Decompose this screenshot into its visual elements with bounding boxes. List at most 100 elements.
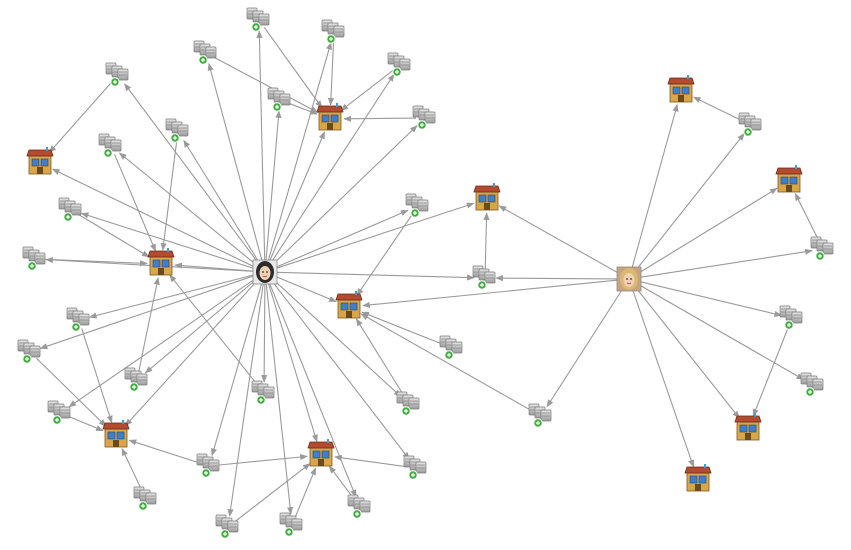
server-cluster-icon-s16[interactable]	[439, 335, 463, 360]
edge-p1-s5	[124, 83, 259, 264]
server-cluster-icon-s5[interactable]	[105, 62, 129, 87]
storefront-icon-b_top[interactable]	[316, 103, 344, 131]
server-cluster-icon-s24[interactable]	[133, 486, 157, 511]
server-cluster-icon-s4[interactable]	[387, 52, 411, 77]
storefront-icon-b_r[interactable]	[775, 165, 803, 193]
edge-s12-b_cl	[43, 258, 148, 267]
edge-p1-s3	[207, 62, 263, 262]
server-cluster-icon-s20[interactable]	[47, 400, 71, 425]
edge-p2-b_r	[638, 187, 778, 274]
server-cluster-icon-s27[interactable]	[279, 512, 303, 537]
storefront-icon-b_tr[interactable]	[667, 75, 695, 103]
edge-p1-s27	[265, 282, 294, 515]
storefront-icon-b_bc[interactable]	[307, 439, 335, 467]
edge-s22-b_bl	[128, 439, 201, 464]
server-cluster-icon-s26[interactable]	[215, 514, 239, 539]
storefront-icon-b_bl[interactable]	[102, 420, 130, 448]
edge-p1-s18	[261, 282, 268, 383]
server-cluster-icon-s10[interactable]	[405, 193, 429, 218]
person-photo-icon-p1[interactable]	[252, 259, 278, 285]
server-cluster-icon-s12[interactable]	[22, 246, 46, 271]
server-cluster-icon-s7[interactable]	[412, 105, 436, 130]
edge-p1-s15	[39, 275, 255, 350]
server-cluster-icon-s2[interactable]	[321, 19, 345, 44]
edge-s30-b_rb	[752, 326, 790, 417]
edge-s13-b_c	[483, 212, 490, 270]
edge-p1-s10	[274, 209, 409, 269]
edge-s5-b_left	[48, 81, 113, 154]
server-cluster-icon-s28[interactable]	[738, 112, 762, 137]
server-cluster-icon-s21[interactable]	[528, 403, 552, 428]
storefront-icon-b_left[interactable]	[26, 147, 54, 175]
edge-p1-s6	[265, 110, 282, 262]
edge-s21-b_mid	[360, 313, 534, 413]
edge-s26-b_bc	[234, 463, 311, 522]
edge-s9-b_cl	[114, 154, 157, 252]
edge-s23-b_bc	[334, 454, 408, 468]
edge-s16-b_mid	[361, 311, 444, 346]
edge-p2-b_c	[498, 205, 620, 275]
edge-p1-s22	[211, 282, 263, 457]
server-cluster-icon-s3[interactable]	[193, 40, 217, 65]
storefront-icon-b_c[interactable]	[473, 183, 501, 211]
edge-p2-b_mid	[362, 279, 619, 308]
edge-p2-s29	[639, 248, 813, 278]
edge-p2-b_tr	[631, 103, 679, 269]
server-cluster-icon-s8[interactable]	[165, 118, 189, 143]
edge-p1-s14	[88, 274, 255, 319]
edge-p1-s20	[68, 277, 257, 408]
server-cluster-icon-s22[interactable]	[196, 453, 220, 478]
edge-s24-b_bl	[121, 447, 143, 492]
edge-p2-b_b	[632, 289, 695, 468]
server-cluster-icon-s13[interactable]	[472, 265, 496, 290]
edge-p1-s19	[272, 279, 402, 398]
edge-p1-s25	[268, 281, 357, 498]
edge-p2-s21	[546, 287, 624, 408]
storefront-icon-b_cl[interactable]	[147, 248, 175, 276]
server-cluster-icon-s23[interactable]	[403, 455, 427, 480]
edge-p1-b_top	[268, 131, 326, 263]
edge-layer	[36, 26, 820, 522]
edge-p1-s23	[271, 280, 410, 460]
server-cluster-icon-s31[interactable]	[800, 372, 824, 397]
storefront-icon-b_mid[interactable]	[335, 291, 363, 319]
server-cluster-icon-s25[interactable]	[347, 494, 371, 519]
server-cluster-icon-s15[interactable]	[17, 339, 41, 364]
edge-p1-b_bc	[267, 282, 318, 443]
server-cluster-icon-s6[interactable]	[267, 87, 291, 112]
edge-s18-b_cl	[169, 274, 259, 387]
server-cluster-icon-s19[interactable]	[396, 391, 420, 416]
storefront-icon-b_rb[interactable]	[734, 413, 762, 441]
edge-p1-b_bl	[124, 279, 259, 427]
edge-p2-s30	[639, 281, 783, 317]
server-cluster-icon-s29[interactable]	[810, 236, 834, 261]
edge-s22-b_bc	[217, 453, 308, 466]
edge-p2-b_rb	[635, 287, 740, 419]
server-cluster-icon-s17[interactable]	[124, 367, 148, 392]
edge-s20-b_bl	[68, 415, 104, 432]
edge-s28-b_tr	[692, 96, 744, 122]
server-cluster-icon-s1[interactable]	[246, 7, 270, 32]
edge-s10-b_mid	[356, 213, 414, 297]
edge-s3-b_top	[213, 56, 319, 113]
edge-s2-b_top	[327, 40, 335, 106]
storefront-icon-b_b[interactable]	[684, 464, 712, 492]
edge-p2-s31	[638, 284, 805, 380]
server-cluster-icon-s9[interactable]	[98, 133, 122, 158]
node-layer	[17, 7, 834, 539]
server-cluster-icon-s14[interactable]	[66, 307, 90, 332]
edge-s4-b_top	[340, 70, 394, 111]
edge-s14-b_bl	[81, 328, 113, 424]
server-cluster-icon-s11[interactable]	[58, 197, 82, 222]
edge-p1-b_left	[51, 168, 256, 268]
edge-p1-s11	[80, 212, 255, 270]
server-cluster-icon-s30[interactable]	[779, 305, 803, 330]
edge-s15-b_bl	[36, 357, 107, 427]
edge-p1-s7	[272, 125, 418, 265]
edge-s1-b_top	[263, 26, 323, 109]
person-photo-icon-p2[interactable]	[616, 266, 642, 292]
edge-s8-b_cl	[160, 139, 178, 251]
server-cluster-icon-s18[interactable]	[251, 380, 275, 405]
edge-p1-s8	[183, 139, 260, 263]
edge-p1-s1	[256, 30, 266, 262]
